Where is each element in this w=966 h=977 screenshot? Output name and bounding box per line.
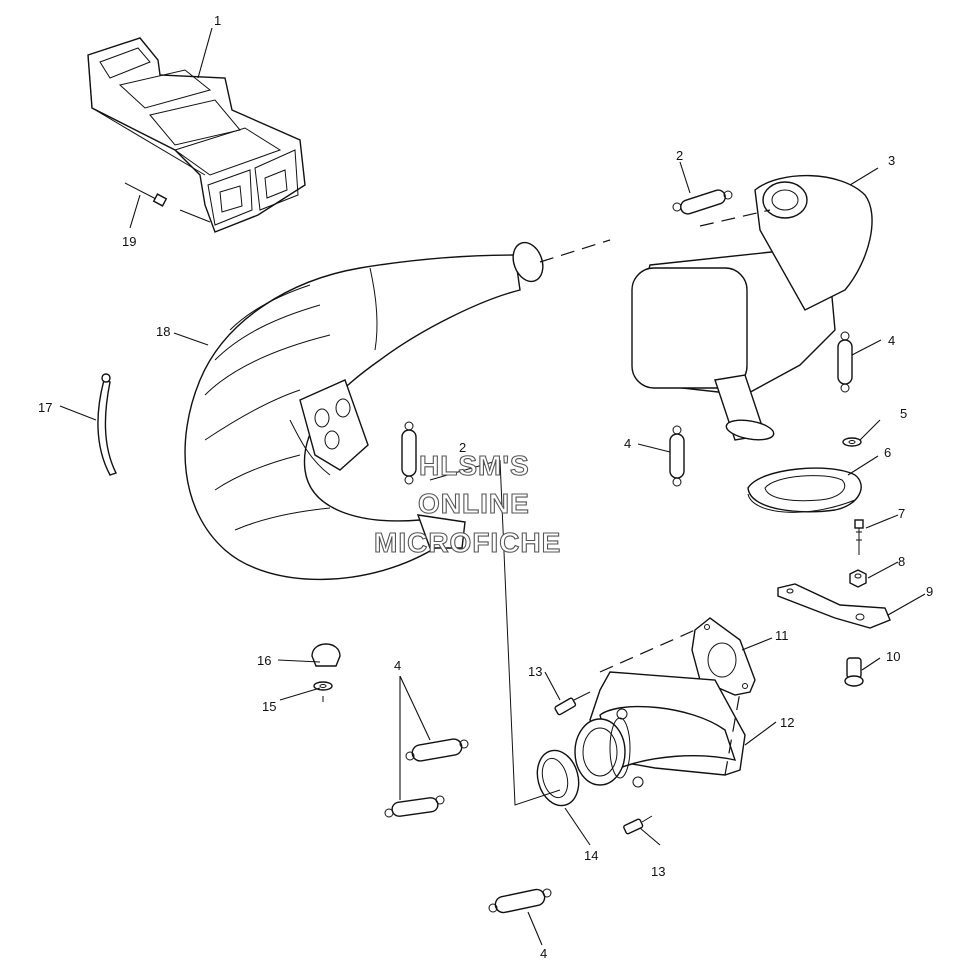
part-18-expansion-chamber: [184, 241, 544, 581]
callout-10: 10: [886, 649, 900, 664]
callout-2-upper: 2: [676, 148, 683, 163]
part-13-bolt-upper: [554, 691, 591, 716]
callout-13-upper: 13: [528, 664, 542, 679]
part-4-spring-right: [837, 331, 853, 393]
part-15-washer: [313, 681, 333, 702]
part-8-nut: [849, 569, 867, 588]
part-14-seal-ring: [536, 749, 580, 807]
watermark-line-2: ONLINE: [418, 488, 530, 519]
callout-4-middle: 4: [624, 436, 631, 451]
callout-12: 12: [780, 715, 794, 730]
callout-19: 19: [122, 234, 136, 249]
callout-labels: 1 19 2 3 4 5 4 6 7 8 9 10 11 12 13 13 14…: [38, 13, 933, 961]
watermark-line-1: HLSM'S: [419, 450, 530, 481]
callout-15: 15: [262, 699, 276, 714]
part-2-spring-upper: [672, 189, 733, 215]
callout-3: 3: [888, 153, 895, 168]
part-19-rivet: [124, 182, 168, 207]
part-3-silencer: [631, 174, 873, 441]
callout-14: 14: [584, 848, 598, 863]
callout-2-lower: 2: [459, 440, 466, 455]
part-12-exhaust-manifold: [574, 671, 746, 788]
watermark-line-3: MICROFICHE: [374, 527, 561, 558]
part-4-spring-left-upper: [405, 738, 469, 762]
callout-9: 9: [926, 584, 933, 599]
leader-lines: [59, 27, 926, 946]
part-5-washer: [842, 437, 862, 447]
part-9-bracket: [777, 583, 891, 629]
part-13-bolt-lower: [623, 815, 653, 835]
part-2-spring-lower: [401, 421, 417, 485]
part-4-spring-bottom: [488, 888, 552, 914]
callout-11: 11: [775, 628, 789, 643]
callout-13-lower: 13: [651, 864, 665, 879]
part-4-spring-middle: [669, 425, 685, 487]
part-17-strap: [97, 373, 117, 476]
callout-4-bottom: 4: [540, 946, 547, 961]
part-1-mounting-bracket: [87, 37, 306, 233]
watermark: HLSM'S ONLINE MICROFICHE: [373, 449, 561, 558]
callout-4-left: 4: [394, 658, 401, 673]
callout-8: 8: [898, 554, 905, 569]
part-10-bolt: [844, 657, 864, 687]
callout-5: 5: [900, 406, 907, 421]
callout-18: 18: [156, 324, 170, 339]
assembly-lines: [429, 209, 771, 806]
callout-6: 6: [884, 445, 891, 460]
part-11-gasket: [691, 617, 756, 696]
callout-16: 16: [257, 653, 271, 668]
callout-4-right: 4: [888, 333, 895, 348]
part-6-grommet: [747, 467, 862, 513]
callout-1: 1: [214, 13, 221, 28]
part-16-rubber-mount: [311, 643, 341, 667]
part-7-bolt: [854, 519, 864, 555]
callout-17: 17: [38, 400, 52, 415]
callout-7: 7: [898, 506, 905, 521]
part-4-spring-left-lower: [384, 795, 445, 818]
